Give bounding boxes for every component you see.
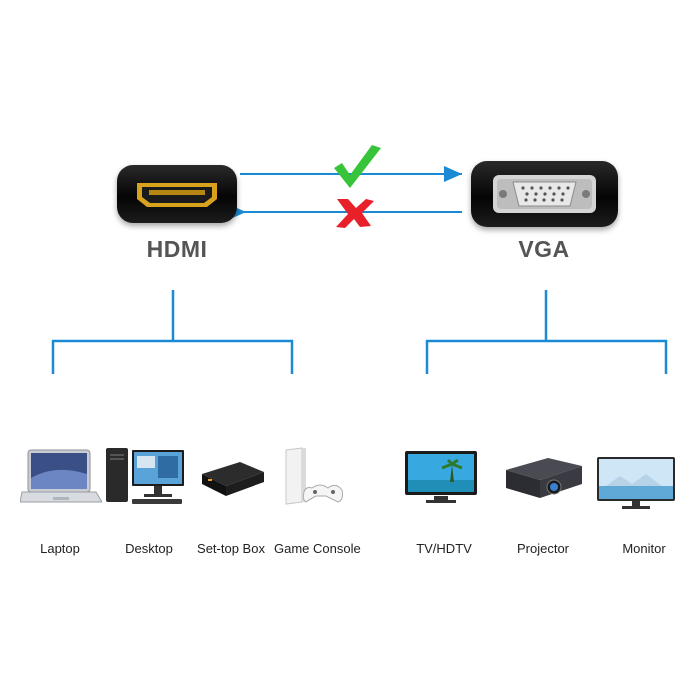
game-console-icon [282,446,344,508]
desktop-icon [104,446,186,508]
device-label-monitor: Monitor [622,541,666,556]
hdmi-label: HDMI [146,236,208,262]
device-label-set-top-box: Set-top Box [197,541,265,556]
target-branch [425,290,668,374]
check-icon [334,145,381,188]
device-label-tv: TV/HDTV [416,541,472,556]
device-label-game-console: Game Console [274,541,361,556]
device-label-projector: Projector [516,541,570,556]
laptop-icon [19,448,103,506]
hdmi-port-icon [137,183,217,207]
vga-label: VGA [518,236,570,262]
projector-icon [502,456,584,502]
vga-port-icon [493,175,596,213]
monitor-icon [596,456,676,512]
source-branch [51,290,294,374]
vga-connector [471,161,618,227]
set-top-box-icon [200,458,266,500]
hdmi-connector [117,165,237,223]
tv-icon [404,450,478,506]
device-label-desktop: Desktop [125,541,173,556]
cross-icon [336,199,374,228]
device-label-laptop: Laptop [40,541,80,556]
